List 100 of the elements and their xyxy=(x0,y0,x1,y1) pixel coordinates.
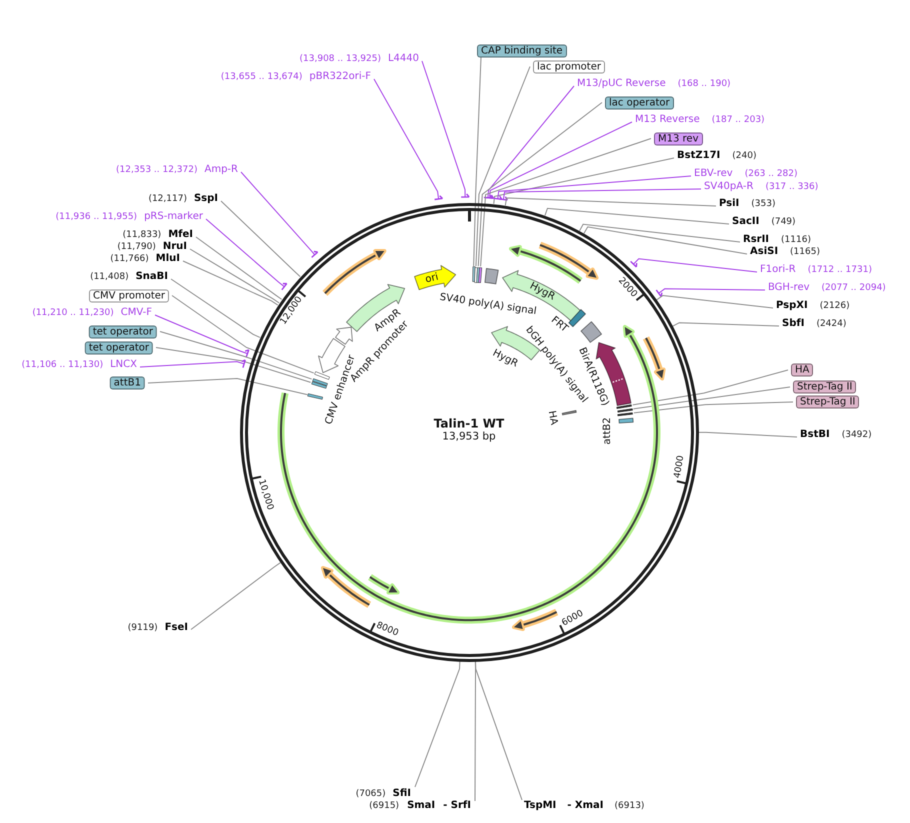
enzyme-name: NruI xyxy=(162,241,187,253)
site-position: (2424) xyxy=(816,318,846,330)
leader-line xyxy=(656,288,766,298)
leader-line xyxy=(698,432,798,438)
leader-line xyxy=(583,226,748,254)
primer-position: (11,106 .. 11,130) xyxy=(22,359,104,371)
site-position: (749) xyxy=(771,216,796,228)
leader-line xyxy=(504,197,716,206)
leader-line xyxy=(220,200,301,278)
primer-position: (168 .. 190) xyxy=(678,78,731,90)
leader-line xyxy=(374,78,444,200)
leader-line xyxy=(196,236,282,300)
feature-label: CMV promoter xyxy=(88,289,169,302)
feature-label: Strep-Tag II xyxy=(793,380,856,394)
feature-label: ori xyxy=(424,272,440,286)
leader-line xyxy=(473,56,482,267)
primer-position: (187 .. 203) xyxy=(712,114,765,126)
enzyme-name: PsiI xyxy=(719,198,740,210)
enzyme-name: BstBI xyxy=(800,429,830,441)
site-position: (7065) xyxy=(356,788,386,800)
leader-line xyxy=(672,322,780,327)
enzyme-name: - SrfI xyxy=(443,800,471,812)
enzyme-name: PspXI xyxy=(776,300,808,312)
primer-name: M13 Reverse xyxy=(635,114,700,126)
leader-line xyxy=(478,102,602,267)
enzyme-name: SnaBI xyxy=(136,271,168,283)
site-position: (3492) xyxy=(842,429,872,441)
site-position: (11,790) xyxy=(117,241,156,253)
feature-mark xyxy=(310,380,327,389)
leader-line xyxy=(656,295,774,308)
primer-name: CMV-F xyxy=(120,307,152,319)
site-position: (9119) xyxy=(128,622,158,634)
primer-name: Amp-R xyxy=(204,164,238,176)
feature-label: SV40 poly(A) signal xyxy=(438,292,538,318)
site-position: (6913) xyxy=(614,800,644,812)
primer-name: M13/pUC Reverse xyxy=(577,78,666,90)
feature-label: HA xyxy=(791,364,814,376)
leader-line xyxy=(148,378,308,396)
primer-name: L4440 xyxy=(388,53,419,65)
leader-line xyxy=(632,370,788,406)
leader-line xyxy=(240,172,318,258)
primer-name: EBV-rev xyxy=(694,168,733,180)
primer-position: (317 .. 336) xyxy=(765,181,818,193)
site-position: (11,833) xyxy=(122,229,162,241)
primer-name: pRS-marker xyxy=(144,211,203,223)
leader-line xyxy=(544,208,730,224)
feature-label: lac promoter xyxy=(533,60,605,73)
leader-line xyxy=(190,248,280,304)
enzyme-name: MluI xyxy=(156,253,180,265)
primer-position: (12,353 .. 12,372) xyxy=(116,164,198,176)
site-position: (11,408) xyxy=(90,271,129,283)
enzyme-name: SfiI xyxy=(392,788,411,800)
primer-name: BGH-rev xyxy=(768,282,810,294)
site-position: (353) xyxy=(751,198,776,210)
leader-line xyxy=(498,188,702,201)
leader-line xyxy=(154,314,250,358)
enzyme-name: AsiSI xyxy=(750,246,778,258)
plasmid-size: 13,953 bp xyxy=(442,430,496,444)
feature-label: CAP binding site xyxy=(477,44,567,57)
feature-label: tet operator xyxy=(88,325,157,338)
feature-mark xyxy=(307,393,324,400)
site-position: (6915) xyxy=(369,800,400,812)
leader-line xyxy=(160,331,312,380)
feature-label: attB1 xyxy=(110,376,145,390)
site-position: (1165) xyxy=(790,246,820,258)
primer-position: (263 .. 282) xyxy=(744,168,798,180)
leader-line xyxy=(633,402,794,414)
site-position: (11,766) xyxy=(110,253,149,265)
leader-line xyxy=(475,66,530,267)
primer-position: (2077 .. 2094) xyxy=(822,282,886,294)
leader-line xyxy=(579,224,740,242)
primer-name: LNCX xyxy=(110,359,137,371)
primer-name: pBR322ori-F xyxy=(309,71,371,83)
primer-position: (11,936 .. 11,955) xyxy=(56,211,138,223)
feature-label: attB2 xyxy=(602,417,614,445)
enzyme-name: - XmaI xyxy=(567,800,604,812)
leader-line xyxy=(182,260,278,306)
enzyme-name: RsrII xyxy=(743,234,770,246)
scale-label: 10,000 xyxy=(254,478,275,512)
primer-name: SV40pA-R xyxy=(704,181,754,193)
site-position: (12,117) xyxy=(148,193,187,205)
leader-line xyxy=(206,218,288,291)
leader-line xyxy=(630,258,758,272)
primer-position: (13,908 .. 13,925) xyxy=(300,53,381,65)
leader-line xyxy=(414,660,460,788)
enzyme-name: FseI xyxy=(164,622,188,634)
feature-label: FRT xyxy=(548,314,570,336)
leader-line xyxy=(170,278,260,338)
feature-label: lac operator xyxy=(605,96,674,109)
leader-line xyxy=(632,386,790,410)
enzyme-name: MfeI xyxy=(168,229,193,241)
plasmid-name: Talin-1 WT xyxy=(434,416,504,430)
enzyme-name: BstZ17I xyxy=(677,150,720,162)
leader-line xyxy=(483,86,574,199)
leader-line xyxy=(422,60,470,198)
primer-position: (13,655 .. 13,674) xyxy=(220,71,302,83)
primer-position: (1712 .. 1731) xyxy=(808,264,872,276)
feature-label: Strep-Tag II xyxy=(796,396,860,408)
enzyme-name: SspI xyxy=(194,193,218,205)
feature-mark xyxy=(617,412,634,416)
